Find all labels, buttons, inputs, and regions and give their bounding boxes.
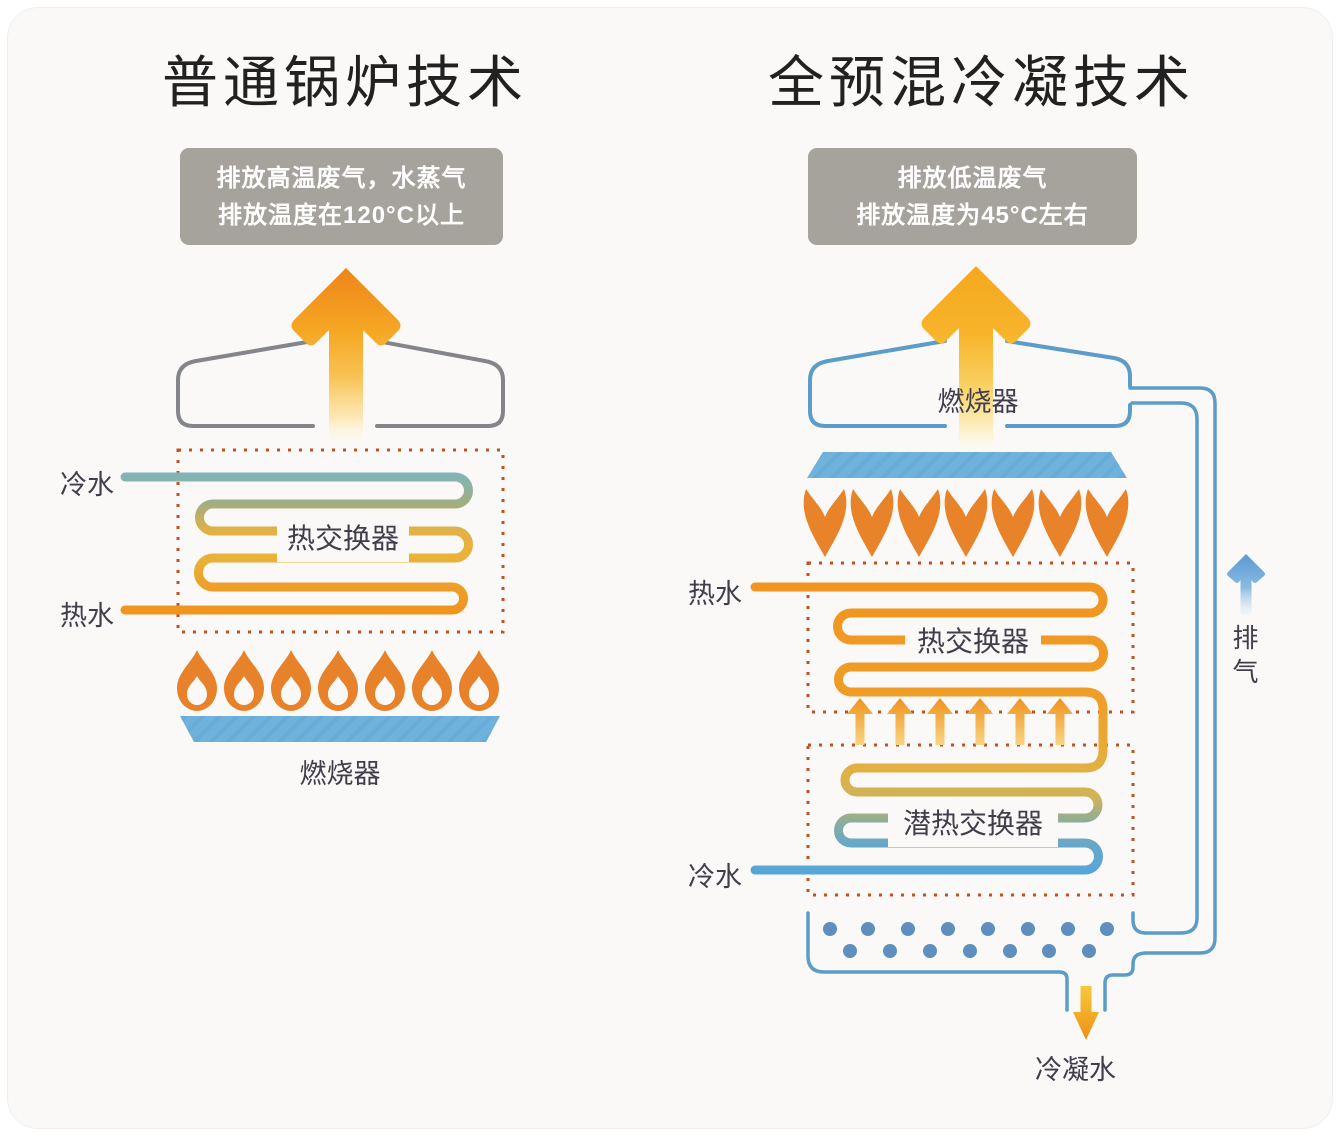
right-exhaust-note: 排放低温废气 排放温度为45°C左右 <box>808 148 1137 245</box>
flame-icon <box>412 650 452 711</box>
up-arrow-icon <box>847 698 873 745</box>
premix-flame-icon <box>944 489 988 557</box>
exhaust-up-arrow-icon <box>1227 554 1265 615</box>
flame-icon <box>224 650 264 711</box>
flame-icon <box>177 650 217 711</box>
premix-flame-icon <box>991 489 1035 557</box>
premix-flame-icon <box>897 489 941 557</box>
left-burner-flames <box>177 650 499 711</box>
up-arrow-icon <box>1007 698 1033 745</box>
up-arrow-icon <box>887 698 913 745</box>
premix-flame-icon <box>1085 489 1129 557</box>
flame-icon <box>271 650 311 711</box>
condensate-arrow-icon <box>1073 986 1099 1040</box>
right-burner-flames <box>803 489 1129 557</box>
left-panel-title: 普通锅炉技术 <box>162 51 528 114</box>
flame-icon <box>365 650 405 711</box>
left-heat-exchanger-label: 热交换器 <box>277 512 409 562</box>
premix-flame-icon <box>850 489 894 557</box>
condensate-label: 冷凝水 <box>1035 1055 1116 1085</box>
flame-icon <box>459 650 499 711</box>
left-exhaust-note-line2: 排放温度在120°C以上 <box>218 201 465 229</box>
premix-flame-icon <box>803 489 847 557</box>
left-exhaust-note: 排放高温废气，水蒸气 排放温度在120°C以上 <box>180 148 503 245</box>
right-hot-water-label: 热水 <box>688 579 742 609</box>
premix-flame-icon <box>1038 489 1082 557</box>
left-cold-water-label: 冷水 <box>60 470 114 500</box>
left-hot-water-label: 热水 <box>60 601 114 631</box>
left-burner-label: 燃烧器 <box>299 759 381 789</box>
right-flue-arrow-icon <box>921 266 1031 461</box>
left-flue-arrow-icon <box>291 268 401 450</box>
condensate-drops <box>823 922 1114 958</box>
left-exhaust-note-line1: 排放高温废气，水蒸气 <box>216 164 467 192</box>
right-burner-label: 燃烧器 <box>937 387 1019 417</box>
right-latent-exchanger-label: 潜热交换器 <box>888 797 1058 847</box>
right-heat-exchanger-label: 热交换器 <box>905 618 1041 662</box>
right-panel-title: 全预混冷凝技术 <box>768 51 1195 114</box>
heat-flow-arrows <box>847 698 1073 745</box>
left-heat-exchanger-coil <box>120 472 473 615</box>
right-exhaust-note-line1: 排放低温废气 <box>897 164 1048 192</box>
left-burner-plate <box>180 716 500 742</box>
exhaust-label: 排气 <box>1232 623 1259 687</box>
flue-duct <box>1103 386 1217 1012</box>
right-exhaust-note-line2: 排放温度为45°C左右 <box>856 201 1089 229</box>
right-cold-water-label: 冷水 <box>688 862 742 892</box>
up-arrow-icon <box>927 698 953 745</box>
up-arrow-icon <box>967 698 993 745</box>
right-hood-outline <box>808 339 1132 428</box>
up-arrow-icon <box>1047 698 1073 745</box>
left-hood-outline <box>176 339 505 428</box>
right-burner-plate <box>807 452 1127 478</box>
condensate-tray <box>806 911 1069 1012</box>
right-heat-exchanger-coil <box>750 582 1108 875</box>
flame-icon <box>318 650 358 711</box>
